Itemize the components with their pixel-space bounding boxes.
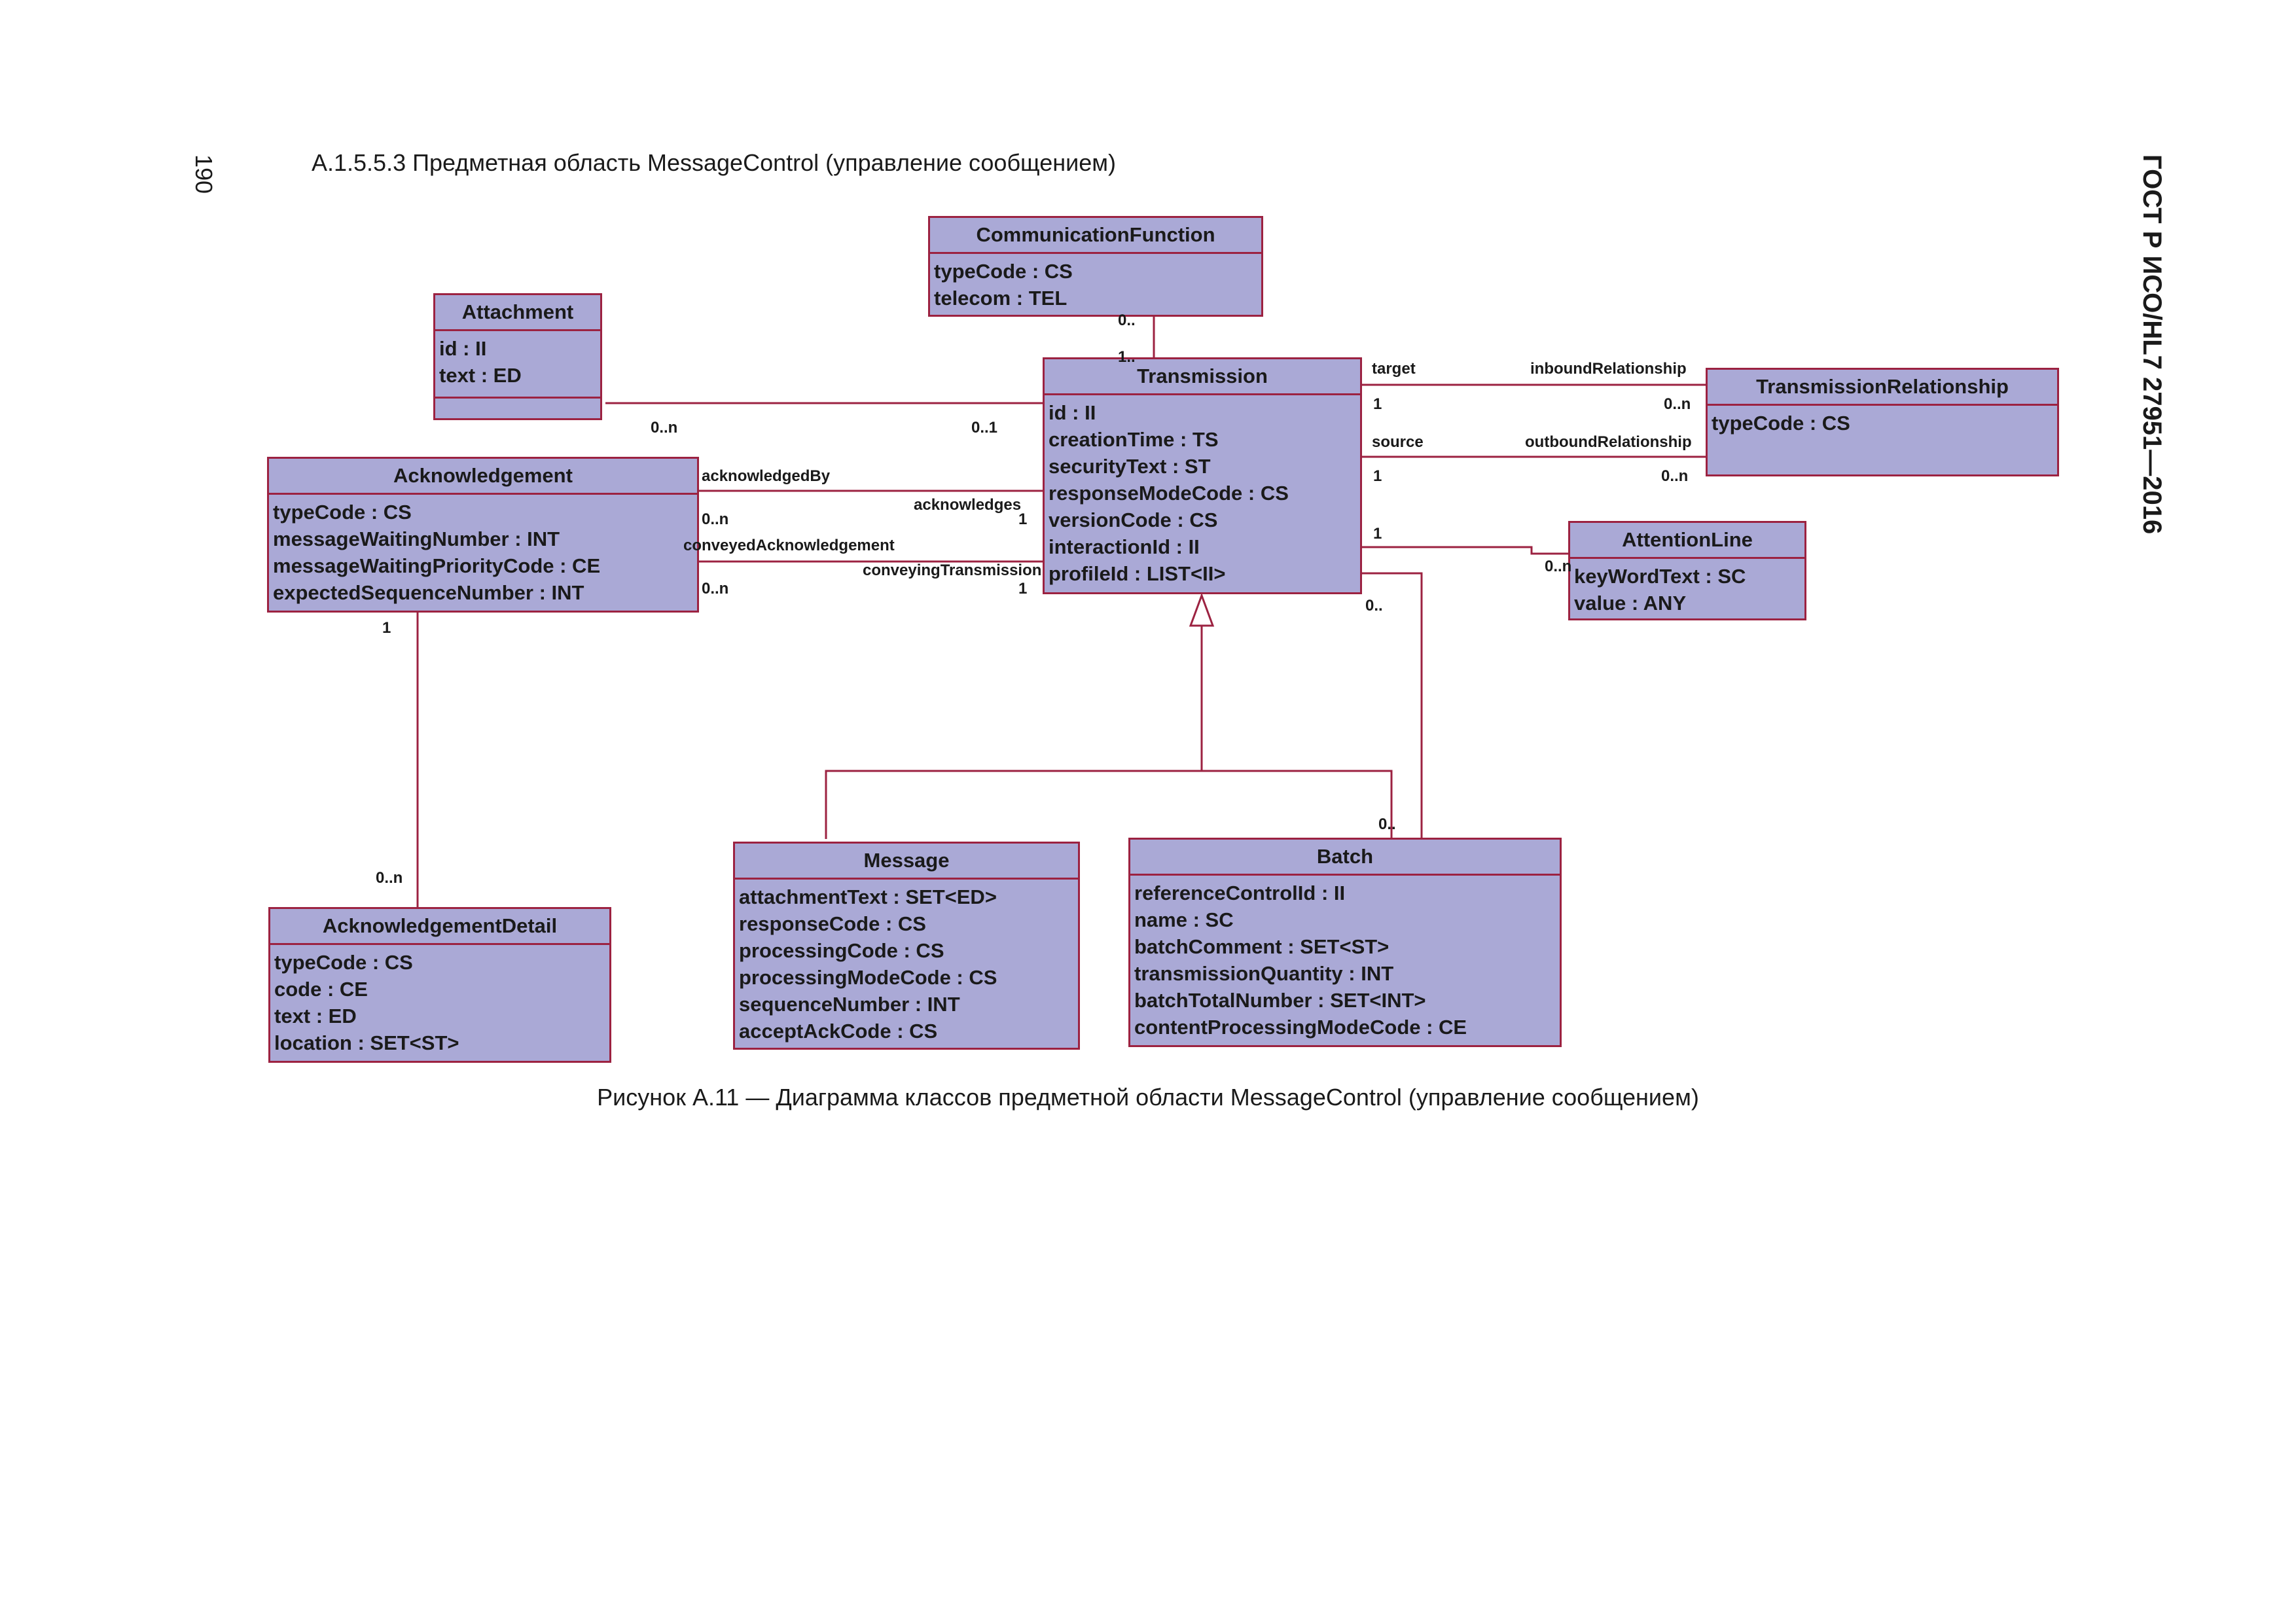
- inbound-role: inboundRelationship: [1530, 360, 1687, 378]
- attribute: id : II: [439, 337, 487, 360]
- attachment-multiplicity: 0..n: [651, 419, 678, 437]
- attribute: transmissionQuantity : INT: [1134, 962, 1394, 985]
- class-attention-line: AttentionLine keyWordText : SC value : A…: [1568, 521, 1806, 620]
- section-heading: А.1.5.5.3 Предметная область MessageCont…: [312, 149, 1117, 176]
- attribute: expectedSequenceNumber : INT: [273, 581, 584, 604]
- generalization-branches: [825, 770, 1393, 839]
- attribute: location : SET<ST>: [274, 1031, 459, 1054]
- attribute: batchComment : SET<ST>: [1134, 935, 1390, 958]
- attribute: referenceControlId : II: [1134, 882, 1346, 904]
- attribute: batchTotalNumber : SET<INT>: [1134, 989, 1426, 1012]
- class-name: Attachment: [435, 295, 600, 331]
- acknowledged-by-role: acknowledgedBy: [702, 467, 831, 485]
- transmission-batch-line: [1359, 572, 1423, 839]
- attention-line-connector: [1359, 546, 1570, 555]
- attention-transmission-multiplicity: 1: [1373, 525, 1382, 543]
- attribute: versionCode : CS: [1049, 508, 1218, 531]
- conveyed-multiplicity: 0..n: [702, 580, 729, 597]
- class-name: Acknowledgement: [269, 459, 697, 495]
- attribute: interactionId : II: [1049, 535, 1200, 558]
- operations-compartment: [435, 397, 600, 399]
- source-multiplicity: 1: [1373, 467, 1382, 485]
- attribute: messageWaitingPriorityCode : CE: [273, 554, 601, 577]
- attribute: typeCode : CS: [274, 951, 413, 974]
- attribute: processingModeCode : CS: [739, 966, 997, 989]
- attribute: sequenceNumber : INT: [739, 993, 960, 1016]
- batch-multiplicity: 0..: [1378, 815, 1396, 833]
- attribute: processingCode : CS: [739, 939, 944, 962]
- cf-multiplicity: 0..: [1118, 312, 1136, 329]
- conveying-multiplicity: 1: [1018, 580, 1028, 597]
- attribute: profileId : LIST<II>: [1049, 562, 1226, 585]
- class-attachment: Attachment id : II text : ED: [433, 293, 602, 420]
- attribute: creationTime : TS: [1049, 428, 1219, 451]
- attribute: acceptAckCode : CS: [739, 1020, 938, 1043]
- class-name: Transmission: [1045, 359, 1360, 395]
- attribute: id : II: [1049, 401, 1096, 424]
- acknowledges-multiplicity: 1: [1018, 510, 1028, 528]
- class-acknowledgement: Acknowledgement typeCode : CS messageWai…: [267, 457, 699, 613]
- attribute: typeCode : CS: [1712, 412, 1850, 435]
- attention-line-multiplicity: 0..n: [1545, 558, 1572, 575]
- attribute: telecom : TEL: [934, 287, 1067, 310]
- transmission-attachment-multiplicity: 0..1: [971, 419, 998, 437]
- acknowledges-role: acknowledges: [914, 496, 1022, 514]
- target-role: target: [1372, 360, 1416, 378]
- ack-detail-source-multiplicity: 1: [382, 619, 391, 637]
- attribute: name : SC: [1134, 908, 1234, 931]
- class-name: TransmissionRelationship: [1708, 370, 2057, 406]
- attribute: typeCode : CS: [273, 501, 412, 524]
- class-batch: Batch referenceControlId : II name : SC …: [1128, 838, 1562, 1047]
- generalization-arrowhead: [1189, 592, 1215, 627]
- ack-detail-multiplicity: 0..n: [376, 869, 403, 887]
- inbound-multiplicity: 0..n: [1664, 395, 1691, 413]
- class-message: Message attachmentText : SET<ED> respons…: [733, 842, 1080, 1050]
- outbound-multiplicity: 0..n: [1661, 467, 1689, 485]
- figure-caption: Рисунок А.11 — Диаграмма классов предмет…: [597, 1084, 1699, 1111]
- class-name: AcknowledgementDetail: [270, 909, 609, 945]
- attribute: text : ED: [439, 364, 522, 387]
- attribute: securityText : ST: [1049, 455, 1211, 478]
- attribute: value : ANY: [1574, 592, 1687, 615]
- class-name: AttentionLine: [1570, 523, 1804, 559]
- class-transmission-relationship: TransmissionRelationship typeCode : CS: [1706, 368, 2059, 476]
- attribute: responseModeCode : CS: [1049, 482, 1289, 505]
- class-name: Batch: [1130, 840, 1560, 876]
- source-role: source: [1372, 433, 1424, 451]
- attribute: code : CE: [274, 978, 368, 1001]
- outbound-role: outboundRelationship: [1525, 433, 1692, 451]
- class-name: CommunicationFunction: [930, 218, 1261, 254]
- attribute: text : ED: [274, 1005, 357, 1027]
- class-communication-function: CommunicationFunction typeCode : CS tele…: [928, 216, 1263, 317]
- attribute: responseCode : CS: [739, 912, 926, 935]
- class-acknowledgement-detail: AcknowledgementDetail typeCode : CS code…: [268, 907, 611, 1063]
- conveyed-acknowledgement-role: conveyedAcknowledgement: [683, 537, 895, 554]
- attribute: keyWordText : SC: [1574, 565, 1746, 588]
- transmission-cf-multiplicity: 1..: [1118, 348, 1136, 366]
- attribute: contentProcessingModeCode : CE: [1134, 1016, 1467, 1039]
- acknowledged-by-multiplicity: 0..n: [702, 510, 729, 528]
- transmission-batch-multiplicity: 0..: [1365, 597, 1383, 615]
- class-name: Message: [735, 844, 1078, 880]
- target-multiplicity: 1: [1373, 395, 1382, 413]
- attribute: typeCode : CS: [934, 260, 1073, 283]
- class-transmission: Transmission id : II creationTime : TS s…: [1043, 357, 1362, 594]
- conveying-transmission-role: conveyingTransmission: [863, 562, 1042, 579]
- attribute: messageWaitingNumber : INT: [273, 527, 560, 550]
- attribute: attachmentText : SET<ED>: [739, 885, 997, 908]
